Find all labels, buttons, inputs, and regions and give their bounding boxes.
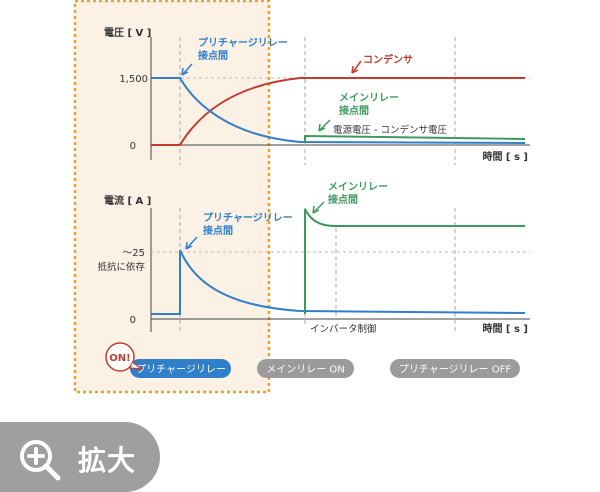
precharge-relay-off-pill-label: プリチャージリレー OFF xyxy=(399,364,512,376)
current-tick-25-note: 抵抗に依存 xyxy=(97,261,145,273)
voltage-time-label: 時間 [ s ] xyxy=(482,150,528,163)
inverter-control-label: インバータ制御 xyxy=(310,323,377,335)
precharge-relay-pill-label: プリチャージリレー xyxy=(136,364,226,376)
precharge-relay-pill xyxy=(130,359,231,378)
main-relay-c-arrowhead xyxy=(312,205,320,214)
precharge-relay-v-arrowhead xyxy=(181,67,189,76)
on-badge-tail xyxy=(129,361,143,370)
main-relay-on-pill xyxy=(257,359,354,378)
precharge-relay-c-arrowhead xyxy=(185,241,193,250)
voltage-tick-1500: 1,500 xyxy=(119,74,148,85)
capacitor-arrowhead xyxy=(351,65,359,74)
current-tick-25: ～25 xyxy=(122,248,145,259)
voltage-tick-0: 0 xyxy=(130,141,136,152)
precharge-current-curve xyxy=(151,249,526,315)
main-relay-voltage-curve xyxy=(304,134,526,143)
main-relay-c-pointer xyxy=(313,201,325,213)
precharge-relay-off-pill xyxy=(390,359,520,378)
precharge-relay-v-pointer xyxy=(182,63,193,75)
precharge-relay-voltage-curve xyxy=(151,77,526,144)
zoom-in-icon xyxy=(20,440,61,481)
precharge-relay-c-pointer xyxy=(186,236,198,249)
main-relay-label-c-line2: 接点間 xyxy=(328,193,358,206)
precharge-phase-highlight xyxy=(73,0,271,394)
capacitor-voltage-curve xyxy=(151,77,525,146)
event-timeline: プリチャージリレー ON! メインリレー ON プリチャージリレー OFF xyxy=(105,342,520,378)
precharge-relay-label-c-line1: プリチャージリレー xyxy=(203,211,293,224)
precharge-relay-label-v-line1: プリチャージリレー xyxy=(198,36,288,49)
voltage-panel: 電圧 [ V ] 1,500 0 時間 [ s ] プリチャージリレー 接点間 … xyxy=(104,27,530,165)
main-relay-current-curve xyxy=(304,208,525,314)
current-axis-label: 電流 [ A ] xyxy=(104,194,151,207)
main-relay-on-pill-label: メインリレー ON xyxy=(266,365,345,376)
supply-minus-capacitor-label: 電源電圧 - コンデンサ電圧 xyxy=(333,124,447,136)
main-relay-label-c-line1: メインリレー xyxy=(328,181,388,193)
zoom-button[interactable]: 拡大 xyxy=(0,422,160,492)
main-relay-v-pointer xyxy=(319,119,331,131)
capacitor-pointer xyxy=(352,60,362,73)
main-relay-label-v-line2: 接点間 xyxy=(339,104,369,117)
main-relay-label-v-line1: メインリレー xyxy=(339,92,399,104)
capacitor-label: コンデンサ xyxy=(363,53,413,66)
on-badge-text: ON! xyxy=(109,353,130,364)
zoom-button-label: 拡大 xyxy=(78,444,137,477)
on-badge-fill xyxy=(107,344,133,370)
current-time-label: 時間 [ s ] xyxy=(482,322,528,335)
voltage-axis-label: 電圧 [ V ] xyxy=(104,27,151,39)
precharge-relay-label-v-line2: 接点間 xyxy=(198,49,228,62)
current-panel: 電流 [ A ] ～25 抵抗に依存 0 時間 [ s ] インバータ制御 プリ… xyxy=(97,181,530,335)
precharge-relay-label-c-line2: 接点間 xyxy=(203,224,233,237)
main-relay-v-arrowhead xyxy=(318,123,326,132)
precharge-timing-diagram: 電圧 [ V ] 1,500 0 時間 [ s ] プリチャージリレー 接点間 … xyxy=(73,0,530,394)
on-badge: ON! xyxy=(105,342,143,372)
current-tick-0: 0 xyxy=(130,315,136,326)
